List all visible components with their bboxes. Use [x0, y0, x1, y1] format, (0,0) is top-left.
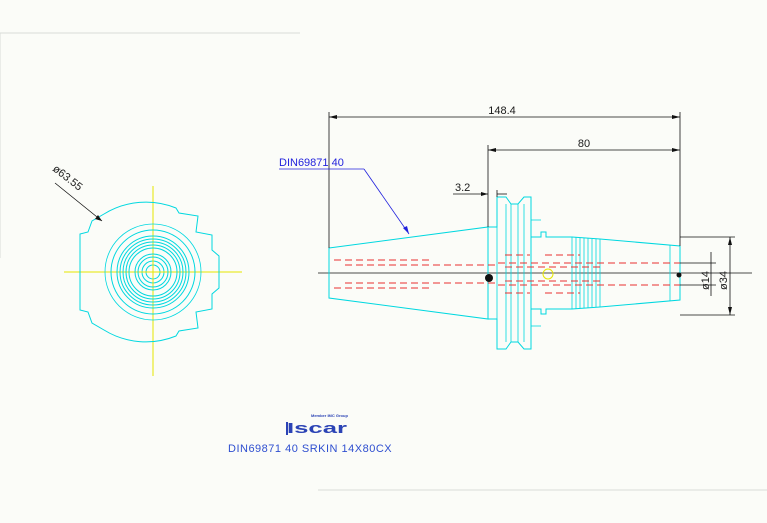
end-view: ø63.55: [50, 163, 242, 376]
coolant-port: [542, 268, 554, 280]
shank-diameter-dimension: [680, 236, 735, 316]
din-callout: DIN69871 40: [279, 157, 410, 235]
logo-subtext: Member IMC Group: [311, 413, 348, 418]
taper-datum-point: [485, 274, 493, 282]
overall-length-dimension: [328, 112, 681, 248]
shank-datum-point: [676, 272, 682, 278]
shank-diameter-label: ø34: [718, 271, 730, 290]
end-view-center-marks: [140, 259, 166, 285]
overall-length-label: 148.4: [488, 105, 516, 117]
din-callout-label: DIN69871 40: [279, 157, 344, 169]
side-view: 148.4 80 3.2 ø14: [279, 105, 752, 350]
flange-offset-dimension: [453, 190, 507, 197]
bore-diameter-dimension: [680, 252, 716, 296]
flange-outline-side: [488, 196, 532, 350]
flange-offset-label: 3.2: [455, 182, 470, 194]
shank-length-dimension: [487, 145, 680, 227]
flange-outline: [79, 201, 220, 343]
flange-diameter-label: ø63.55: [50, 163, 84, 194]
logo-wordmark: Iscar: [287, 420, 347, 437]
drawing-caption: DIN69871 40 SRKIN 14X80CX: [228, 443, 392, 455]
bore-diameter-label: ø14: [700, 271, 712, 290]
flange-diameter-dimension: ø63.55: [50, 163, 103, 222]
shank-length-label: 80: [578, 138, 590, 150]
brand-logo: Member IMC Group Iscar: [286, 413, 348, 437]
hidden-lines: [334, 254, 680, 294]
sheet-frame: [0, 32, 767, 491]
